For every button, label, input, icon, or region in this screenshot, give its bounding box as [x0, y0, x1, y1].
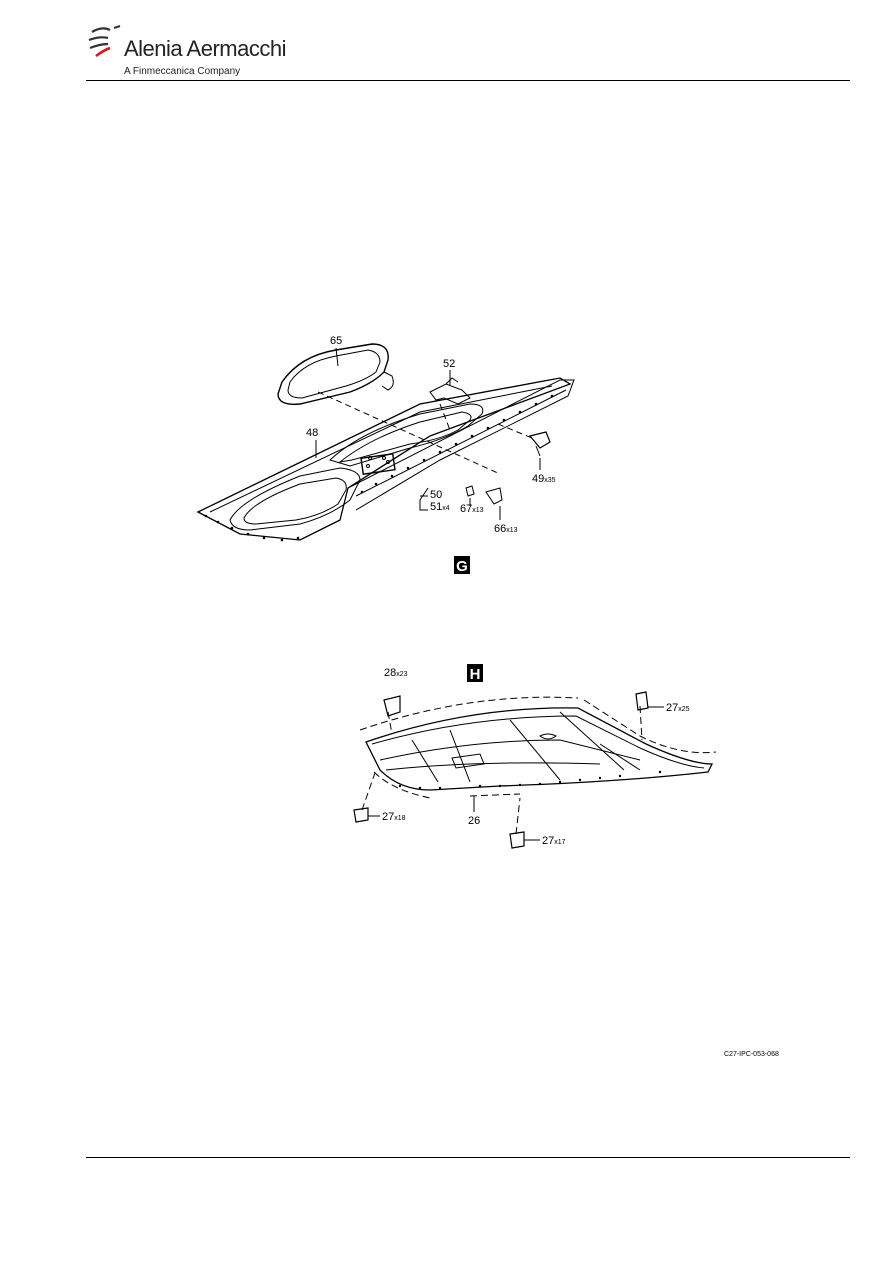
callout-50: 50	[430, 489, 442, 501]
view-g-marker-box	[454, 556, 470, 574]
callout-67: 67x13	[460, 503, 484, 515]
callout-26: 26	[468, 815, 480, 827]
panel-assembly-g	[196, 343, 575, 574]
alenia-swirl-logo-icon	[88, 24, 121, 58]
footer-rule	[86, 1157, 850, 1158]
header-rule	[86, 80, 850, 81]
callout-28: 28x23	[384, 667, 408, 679]
callout-49: 49x35	[532, 473, 556, 485]
view-h-letter: H	[470, 666, 481, 683]
callout-51: 51x4	[430, 501, 450, 513]
view-h-marker-box	[467, 664, 483, 682]
brand-tagline: A Finmeccanica Company	[124, 66, 241, 77]
figure-id: C27-IPC-053-068	[724, 1051, 779, 1058]
callout-27-top: 27x25	[666, 702, 690, 714]
callout-27-bottom: 27x17	[542, 835, 566, 847]
callout-65: 65	[330, 335, 342, 347]
curved-panel-assembly-h	[353, 664, 717, 849]
callout-52: 52	[443, 358, 455, 370]
callout-48: 48	[306, 427, 318, 439]
callout-27-left: 27x18	[382, 811, 406, 823]
view-g-letter: G	[456, 558, 468, 575]
callout-66: 66x13	[494, 523, 518, 535]
brand-name: Alenia Aermacchi	[124, 36, 286, 61]
